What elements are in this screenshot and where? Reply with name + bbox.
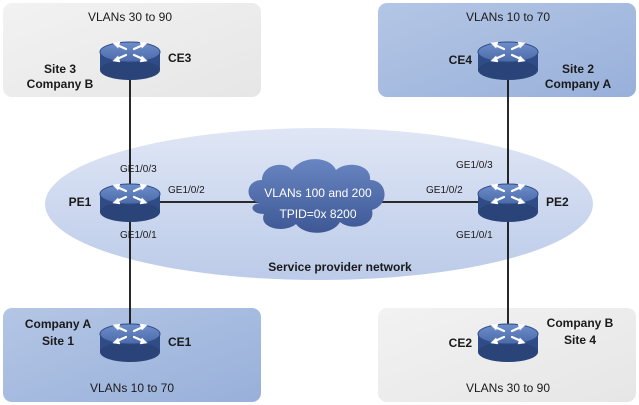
pe2-if-up: GE1/0/3 <box>456 160 493 171</box>
cloud-line1: VLANs 100 and 200 <box>264 186 372 200</box>
router-icon-ce1[interactable] <box>98 322 162 362</box>
router-icon-ce2[interactable] <box>476 322 540 362</box>
site1-company-label: Company A <box>25 317 92 331</box>
site3-site-label: Site 3 <box>44 62 76 76</box>
pe2-label: PE2 <box>546 195 569 209</box>
pe1-label: PE1 <box>69 195 92 209</box>
ce2-label: CE2 <box>449 336 473 350</box>
site1-vlans: VLANs 10 to 70 <box>90 381 174 395</box>
site2-site-label: Site 2 <box>562 62 594 76</box>
pe2-if-left: GE1/0/2 <box>426 185 463 196</box>
router-icon-pe2[interactable] <box>476 182 540 222</box>
site4-site-label: Site 4 <box>564 333 596 347</box>
pe1-if-down: GE1/0/1 <box>120 230 157 241</box>
site3-vlans: VLANs 30 to 90 <box>88 10 172 24</box>
site4-vlans: VLANs 30 to 90 <box>466 381 550 395</box>
site2-company-label: Company A <box>545 77 612 91</box>
ce1-label: CE1 <box>168 335 192 349</box>
router-icon-ce4[interactable] <box>476 40 540 80</box>
site2-vlans: VLANs 10 to 70 <box>466 10 550 24</box>
pe1-if-up: GE1/0/3 <box>120 164 157 175</box>
pe2-if-down: GE1/0/1 <box>456 230 493 241</box>
cloud-line2: TPID=0x 8200 <box>279 207 356 221</box>
site1-site-label: Site 1 <box>42 334 74 348</box>
provider-network-label: Service provider network <box>268 260 412 274</box>
pe1-if-right: GE1/0/2 <box>168 185 205 196</box>
router-icon-ce3[interactable] <box>98 40 162 80</box>
ce3-label: CE3 <box>168 51 192 65</box>
site3-company-label: Company B <box>27 77 94 91</box>
ce4-label: CE4 <box>449 53 473 67</box>
site4-company-label: Company B <box>547 316 614 330</box>
router-icon-pe1[interactable] <box>98 182 162 222</box>
cloud-icon <box>248 159 385 233</box>
